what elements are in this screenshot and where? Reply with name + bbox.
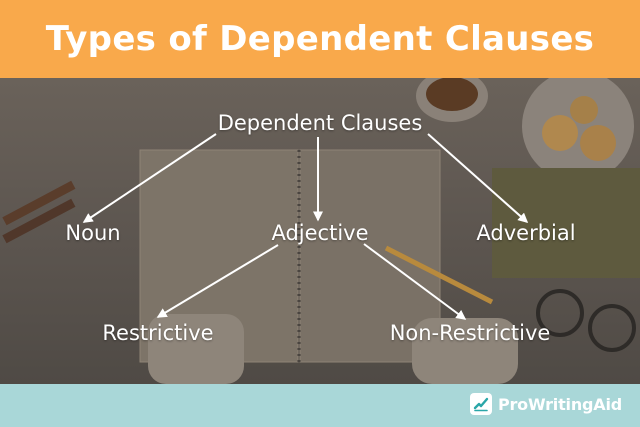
node-dependent-clauses: Dependent Clauses [217,111,423,135]
brand: ProWritingAid [469,393,622,415]
prowritingaid-logo-icon [469,393,492,415]
left-hand [148,314,244,384]
node-non-restrictive: Non-Restrictive [389,321,551,345]
page-title: Types of Dependent Clauses [45,19,595,59]
glasses [588,304,636,352]
header-banner: Types of Dependent Clauses [0,0,640,78]
node-adverbial: Adverbial [476,221,576,245]
brand-name: ProWritingAid [497,394,622,414]
node-adjective: Adjective [271,221,369,245]
right-sleeve [412,318,518,384]
cookie [580,125,616,161]
background-photo [0,78,640,384]
glasses [536,289,584,337]
footer-bar: ProWritingAid [0,384,640,427]
coffee [426,78,478,111]
cinnamon-stick [2,198,76,244]
cookie [570,96,598,124]
node-restrictive: Restrictive [102,321,214,345]
cookie [542,115,578,151]
cinnamon-stick [2,180,76,226]
node-noun: Noun [65,221,121,245]
plate [522,78,634,182]
